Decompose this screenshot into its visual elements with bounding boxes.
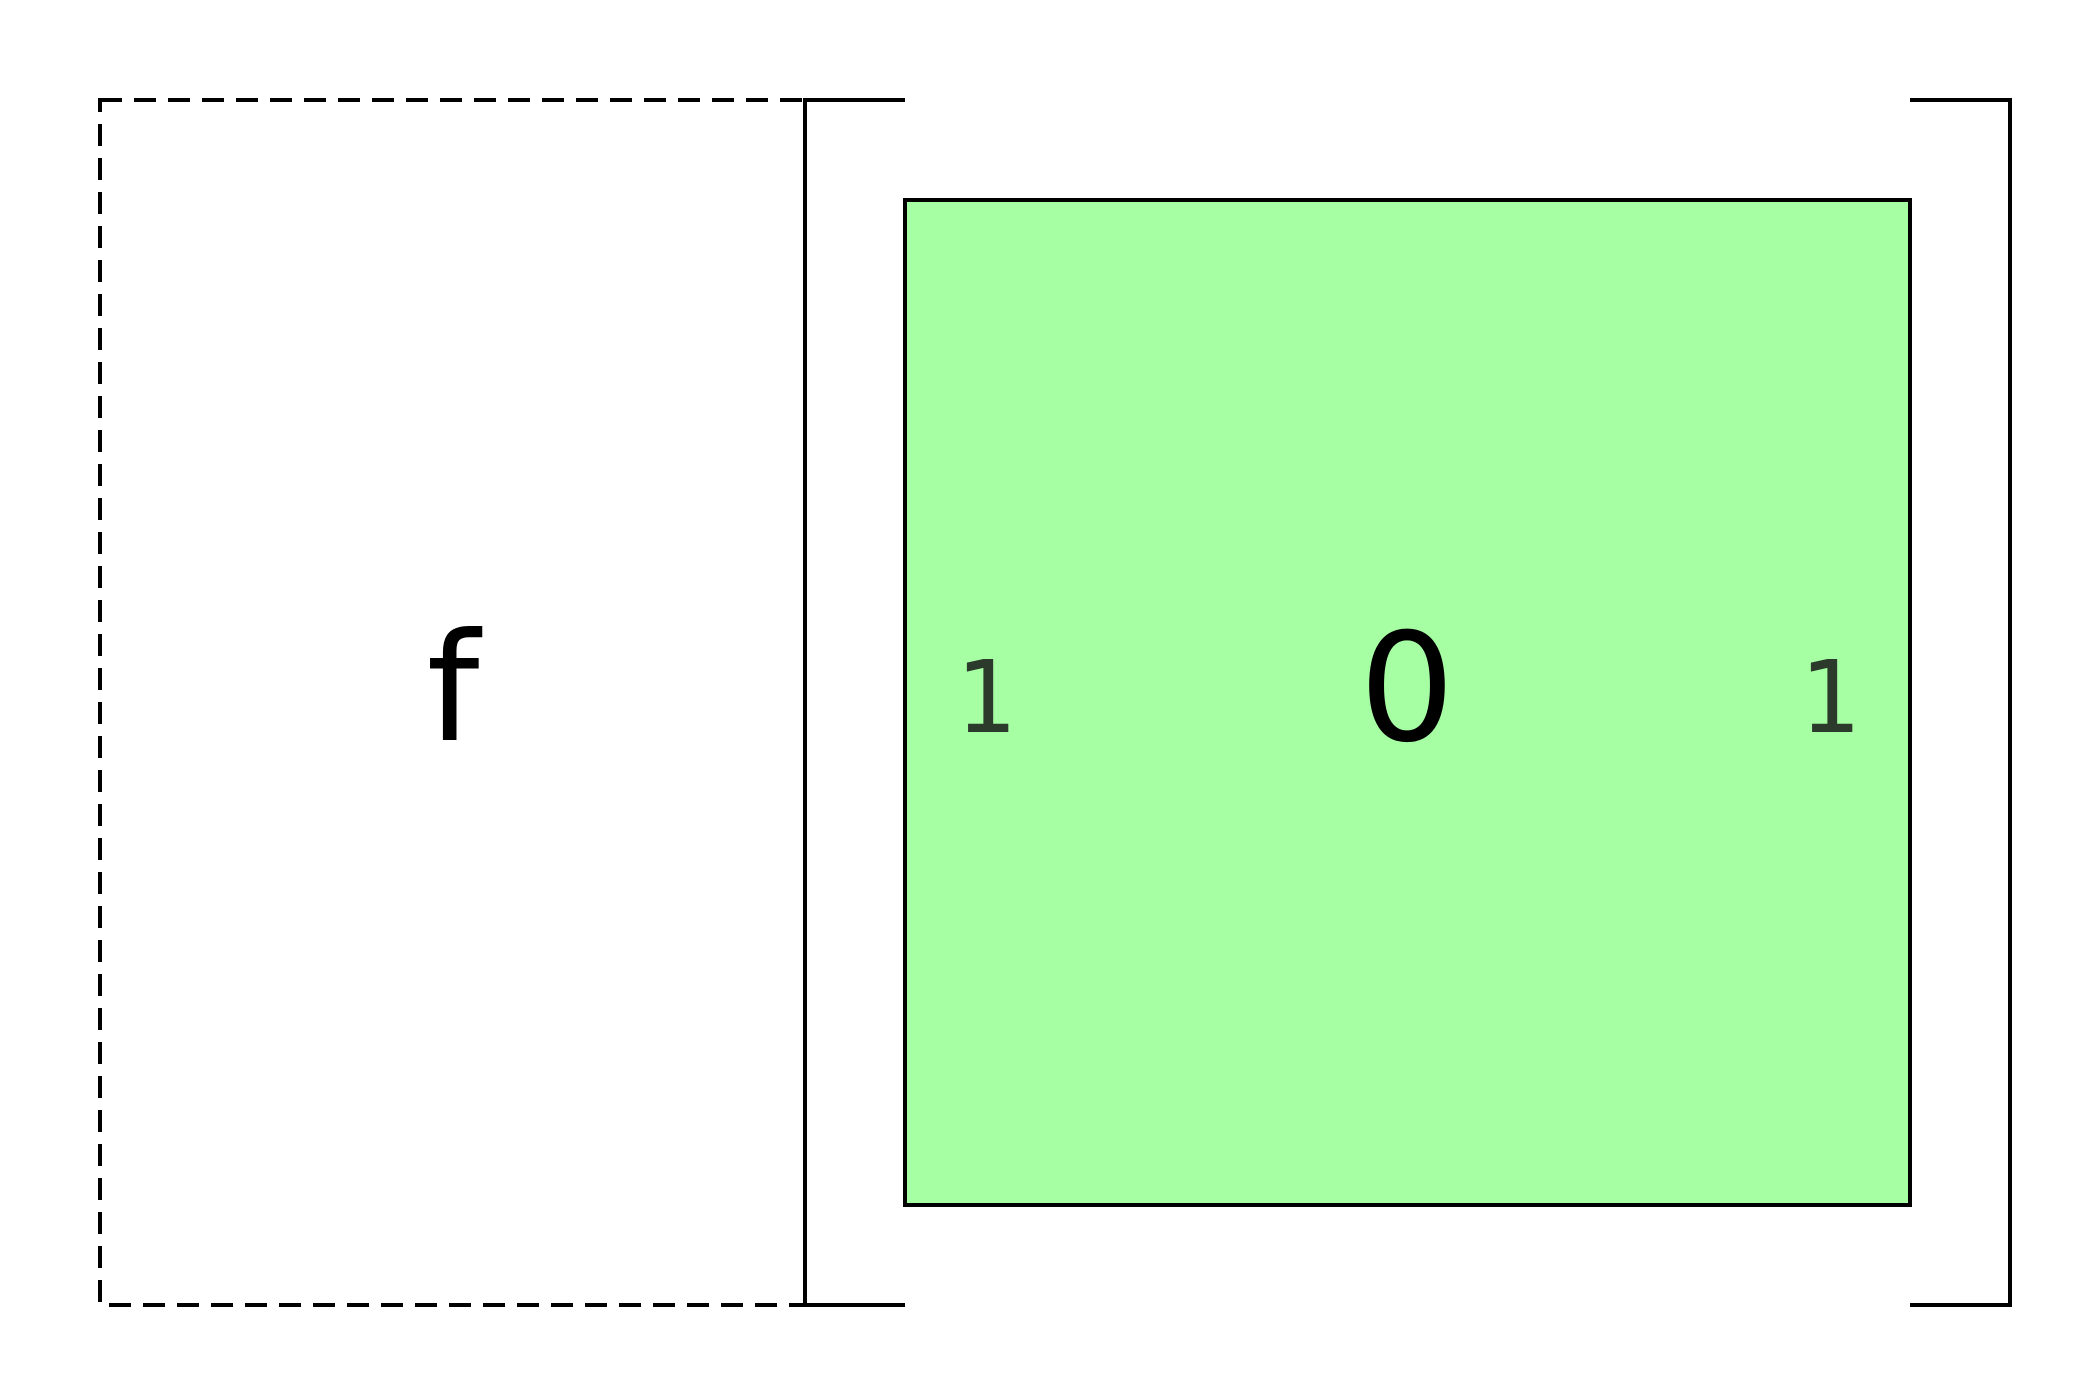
cell-left-value: 1 [955, 639, 1015, 756]
left-bracket [803, 98, 905, 1307]
cell-right-value: 1 [1799, 639, 1859, 756]
cell [903, 198, 1912, 1207]
cell-center-value: 0 [1359, 602, 1454, 776]
right-bracket [1910, 98, 2012, 1307]
function-label: f [427, 602, 483, 776]
